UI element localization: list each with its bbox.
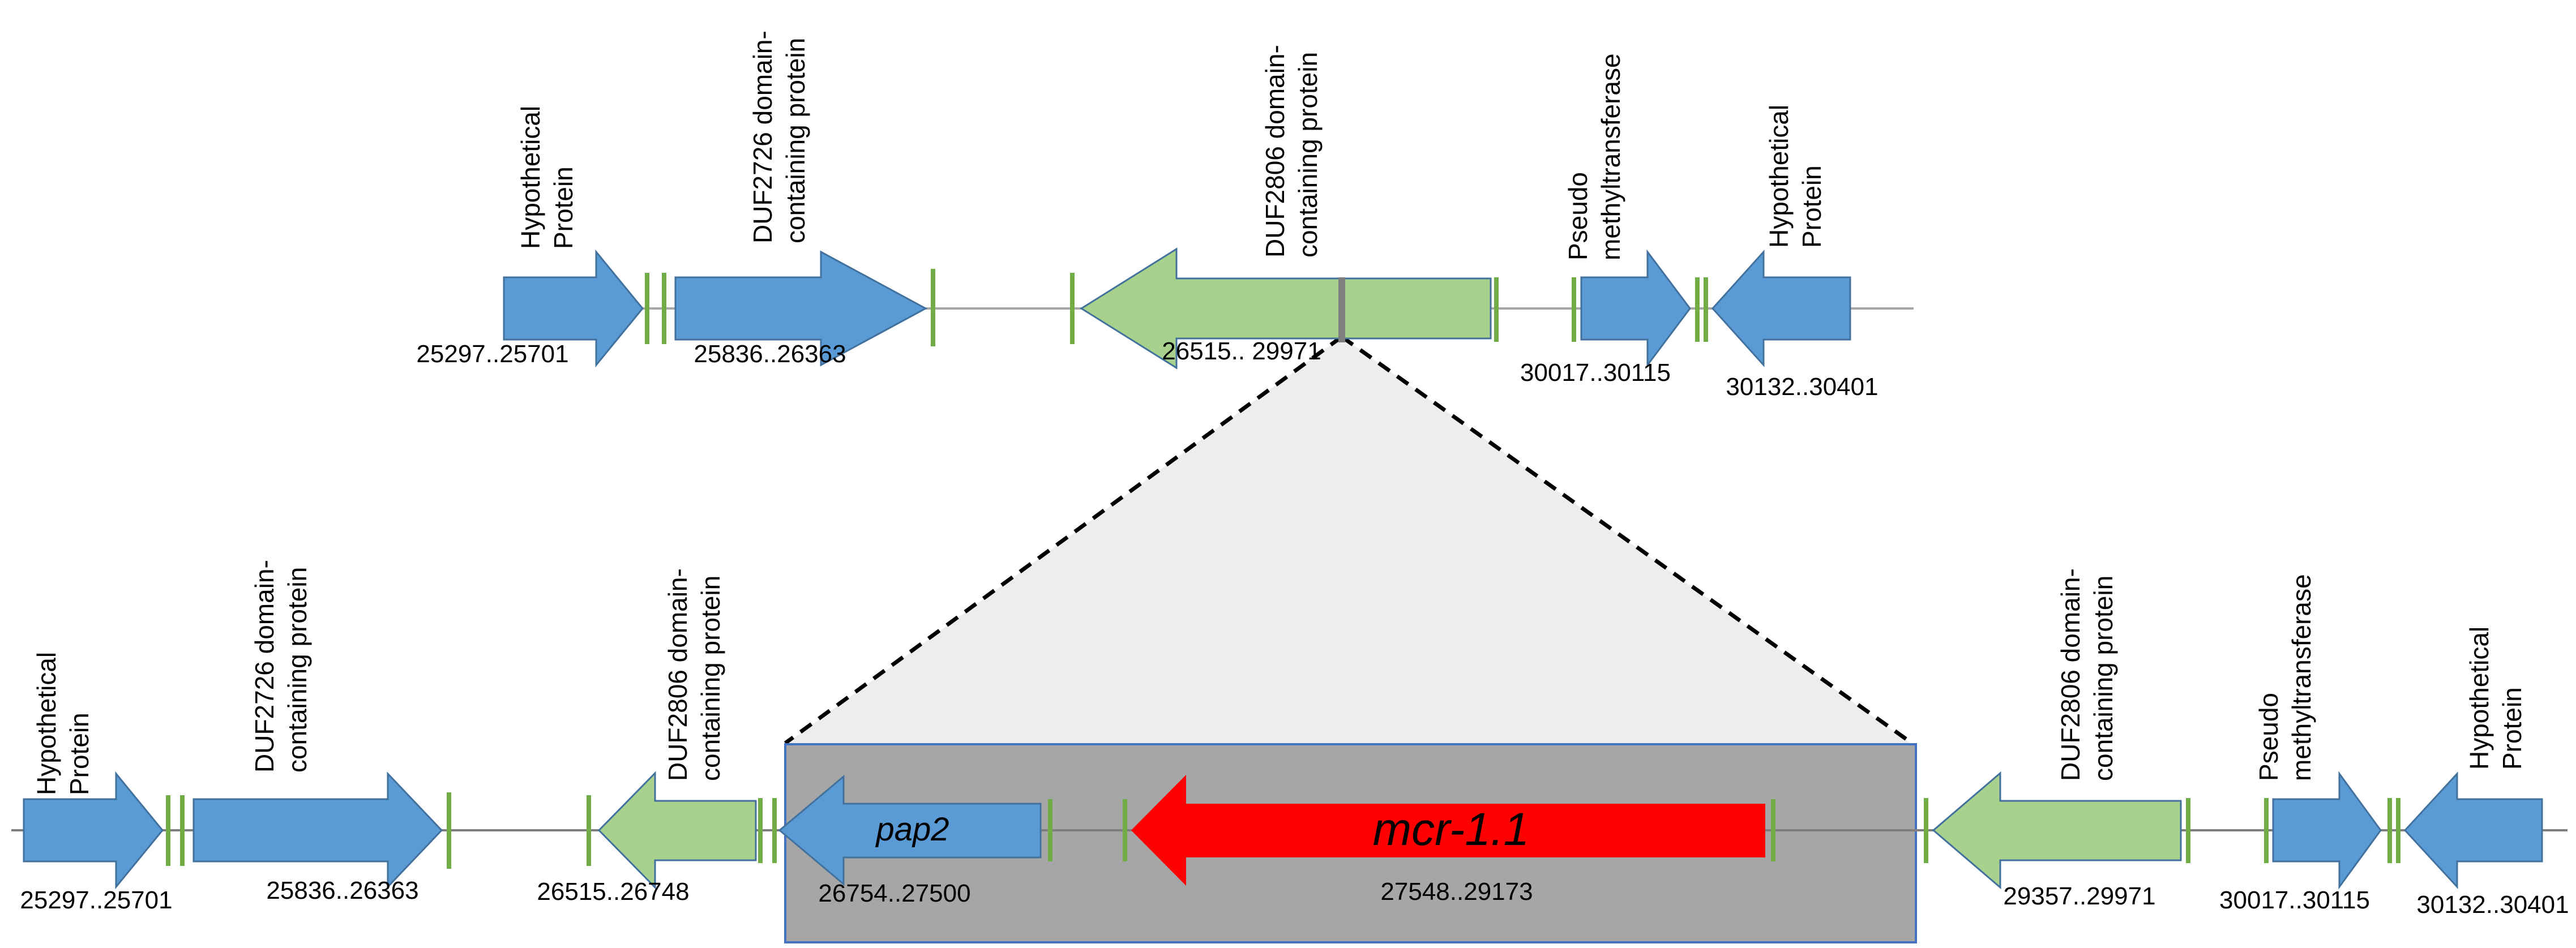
gene-label-t2: DUF2726 domain-containing protein bbox=[748, 31, 810, 243]
gene-arrow-t4 bbox=[1580, 249, 1691, 368]
gene-coords-b3: 26515..26748 bbox=[537, 878, 689, 906]
gene-coords-b6: 29357..29971 bbox=[2003, 882, 2155, 910]
zoom-edge-left bbox=[784, 335, 1343, 745]
gene-arrow-b7 bbox=[2272, 771, 2382, 890]
gene-arrow-t2 bbox=[674, 250, 928, 367]
gene-arrow-t3 bbox=[1080, 247, 1492, 370]
gene-label-t3: DUF2806 domain-containing protein bbox=[1260, 45, 1323, 258]
gene-label-b3: DUF2806 domain-containing protein bbox=[663, 568, 725, 781]
gene-arrow-t1 bbox=[503, 249, 644, 368]
gene-coords-b4: 26754..27500 bbox=[818, 880, 970, 907]
gene-coords-t5: 30132..30401 bbox=[1726, 373, 1878, 401]
gene-coords-b2: 25836..26363 bbox=[266, 877, 418, 904]
gene-coords-t2: 25836..26363 bbox=[694, 340, 846, 368]
gene-arrow-b1 bbox=[23, 771, 164, 890]
gene-arrow-b4 bbox=[778, 774, 1042, 886]
gene-arrow-b8 bbox=[2403, 771, 2543, 889]
gene-arrow-t5 bbox=[1711, 250, 1851, 367]
gene-coords-t1: 25297..25701 bbox=[416, 340, 568, 368]
gene-arrow-b3 bbox=[597, 771, 757, 890]
gene-label-mcr-1-1: mcr-1.1 bbox=[1373, 804, 1529, 855]
gene-label-pap2: pap2 bbox=[875, 811, 949, 848]
zoom-edge-right bbox=[1340, 335, 1914, 745]
gene-arrow-b2 bbox=[192, 771, 443, 889]
gene-coords-b5: 27548..29173 bbox=[1380, 878, 1533, 906]
gene-coords-b8: 30132..30401 bbox=[2416, 891, 2569, 919]
gene-label-b6: DUF2806 domain-containing protein bbox=[2056, 568, 2118, 781]
gene-label-b2: DUF2726 domain-containing protein bbox=[250, 560, 312, 773]
gene-arrow-b5 bbox=[1131, 775, 1765, 886]
gene-coords-b1: 25297..25701 bbox=[20, 886, 172, 914]
gene-coords-t3: 26515.. 29971 bbox=[1162, 337, 1321, 365]
gene-coords-b7: 30017..30115 bbox=[2219, 886, 2370, 914]
gene-coords-t4: 30017..30115 bbox=[1520, 359, 1671, 387]
insertion-zoom-wedge bbox=[785, 337, 1912, 744]
gene-arrow-b6 bbox=[1932, 771, 2182, 890]
